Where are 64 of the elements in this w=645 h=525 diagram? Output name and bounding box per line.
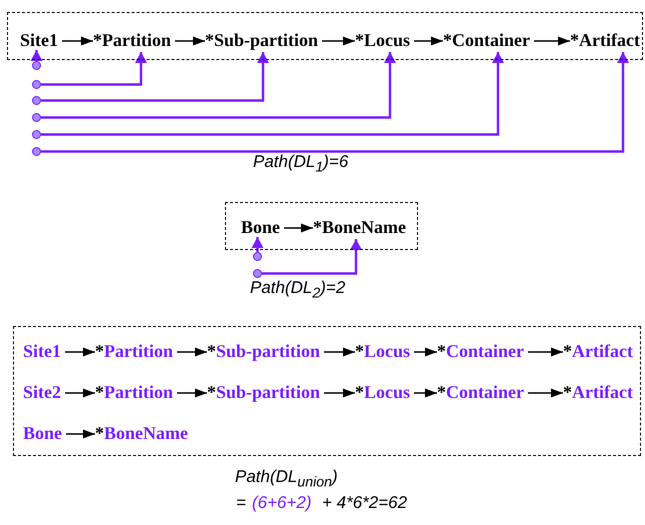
entity-label: *Container [437, 341, 524, 361]
entity-label: Site1 [20, 30, 58, 50]
entity-label: *Container [437, 382, 524, 402]
entity-label: *Container [443, 30, 530, 50]
start-dot [32, 96, 41, 105]
entity-label: *BoneName [95, 423, 188, 443]
arrow [41, 52, 147, 86]
entity-label: *Partition [95, 341, 173, 361]
arrow [30, 50, 42, 61]
arrow [322, 36, 355, 46]
formula-text: = [236, 493, 246, 513]
arrow [41, 52, 504, 136]
entity-label: *Sub-partition [207, 382, 320, 402]
arrow [177, 348, 207, 356]
entity-label: Bone [23, 423, 62, 443]
arrow [177, 388, 207, 398]
formula-text: Path(DL$_{1}$)=6 [253, 152, 348, 178]
arrow [65, 348, 95, 356]
arrow [324, 388, 355, 398]
entity-label: *Locus [355, 30, 410, 50]
entity-label: *Locus [355, 382, 410, 402]
start-dot [32, 147, 41, 156]
start-dot [32, 61, 41, 70]
formula-text: Path(DL$_{2}$)=2 [250, 278, 346, 304]
entity-label: Site1 [23, 341, 61, 361]
arrow [62, 36, 93, 46]
arrow [41, 52, 396, 119]
dashed-group-box [7, 12, 643, 60]
start-dot [32, 113, 41, 122]
arrow [324, 348, 355, 356]
arrow [41, 52, 629, 153]
entity-label: *Locus [355, 341, 410, 361]
start-dot [32, 130, 41, 139]
entity-label: *Sub-partition [205, 30, 318, 50]
entity-label: Site2 [23, 382, 61, 402]
start-dot [253, 252, 262, 261]
start-dot [253, 269, 262, 278]
arrow [175, 36, 205, 46]
arrow [528, 348, 563, 356]
entity-label: *Sub-partition [207, 341, 320, 361]
arrow [528, 388, 563, 398]
arrow [284, 224, 313, 232]
arrow [252, 237, 264, 252]
dashed-group-box [13, 326, 641, 456]
arrow [414, 348, 437, 356]
arrow [41, 52, 269, 102]
arrow [262, 239, 362, 275]
arrow [414, 36, 443, 46]
formula-text: Path(DL$_{union}$) [235, 467, 338, 492]
arrow [414, 388, 437, 398]
entity-label: *Artifact [570, 30, 640, 50]
arrow [66, 430, 95, 438]
start-dot [32, 80, 41, 89]
formula-text: (6+6+2) [252, 493, 312, 513]
entity-label: *Artifact [563, 341, 633, 361]
arrow [65, 388, 95, 398]
entity-label: Bone [241, 217, 280, 237]
entity-label: *BoneName [313, 217, 406, 237]
dashed-group-box [225, 202, 418, 250]
entity-label: *Partition [93, 30, 171, 50]
entity-label: *Artifact [563, 382, 633, 402]
arrow [534, 36, 570, 46]
formula-text: + 4*6*2=62 [322, 493, 408, 513]
entity-label: *Partition [95, 382, 173, 402]
